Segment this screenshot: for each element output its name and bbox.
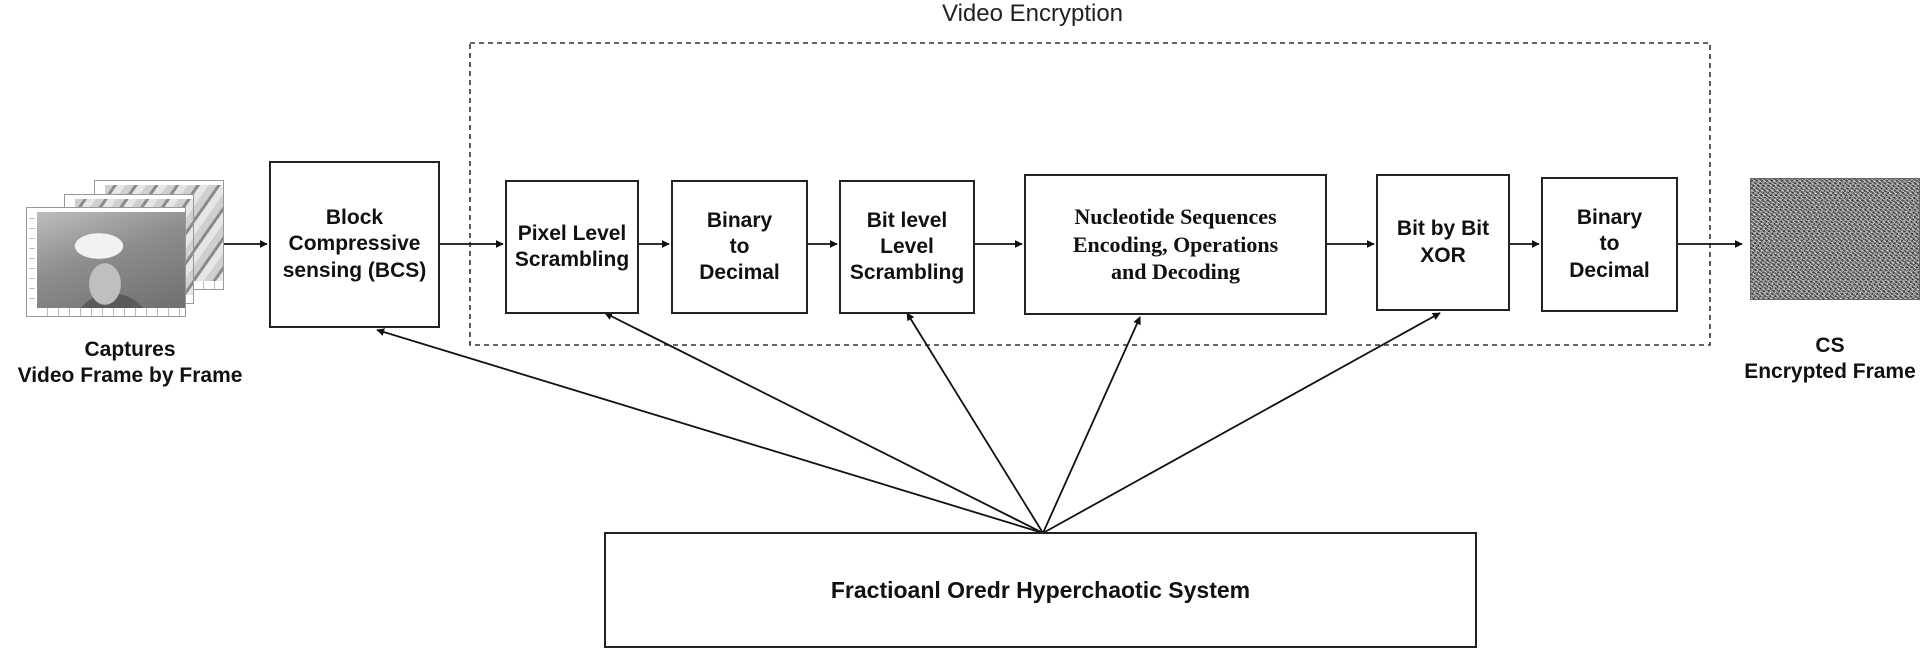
nucleotide-sequences-box: Nucleotide Sequences Encoding, Operation… — [1024, 174, 1327, 315]
bit-level-scrambling-box: Bit level Level Scrambling — [839, 180, 975, 314]
binary-to-decimal-box-1: Binary to Decimal — [671, 180, 808, 314]
chaotic-system-box: Fractioanl Oredr Hyperchaotic System — [604, 532, 1477, 648]
arrow-chaos-to-pixel-scrambling — [604, 312, 1044, 534]
input-caption: Captures Video Frame by Frame — [17, 338, 243, 388]
arrow-chaos-to-bit-scrambling — [906, 312, 1044, 534]
video-frame-front — [26, 207, 186, 317]
video-encryption-title: Video Encryption — [942, 0, 1124, 27]
arrow-chaos-to-xor — [1042, 312, 1441, 534]
pixel-scrambling-box: Pixel Level Scrambling — [505, 180, 639, 314]
output-caption: CS Encrypted Frame — [1744, 334, 1916, 384]
arrow-chaos-to-bcs — [376, 328, 1044, 534]
arrow-chaos-to-nucleotide — [1042, 316, 1141, 534]
video-encryption-group-border — [469, 42, 1711, 346]
encrypted-noise-image — [1750, 178, 1920, 300]
bcs-box: Block Compressive sensing (BCS) — [269, 161, 440, 328]
bit-by-bit-xor-box: Bit by Bit XOR — [1376, 174, 1510, 311]
binary-to-decimal-box-2: Binary to Decimal — [1541, 177, 1678, 312]
